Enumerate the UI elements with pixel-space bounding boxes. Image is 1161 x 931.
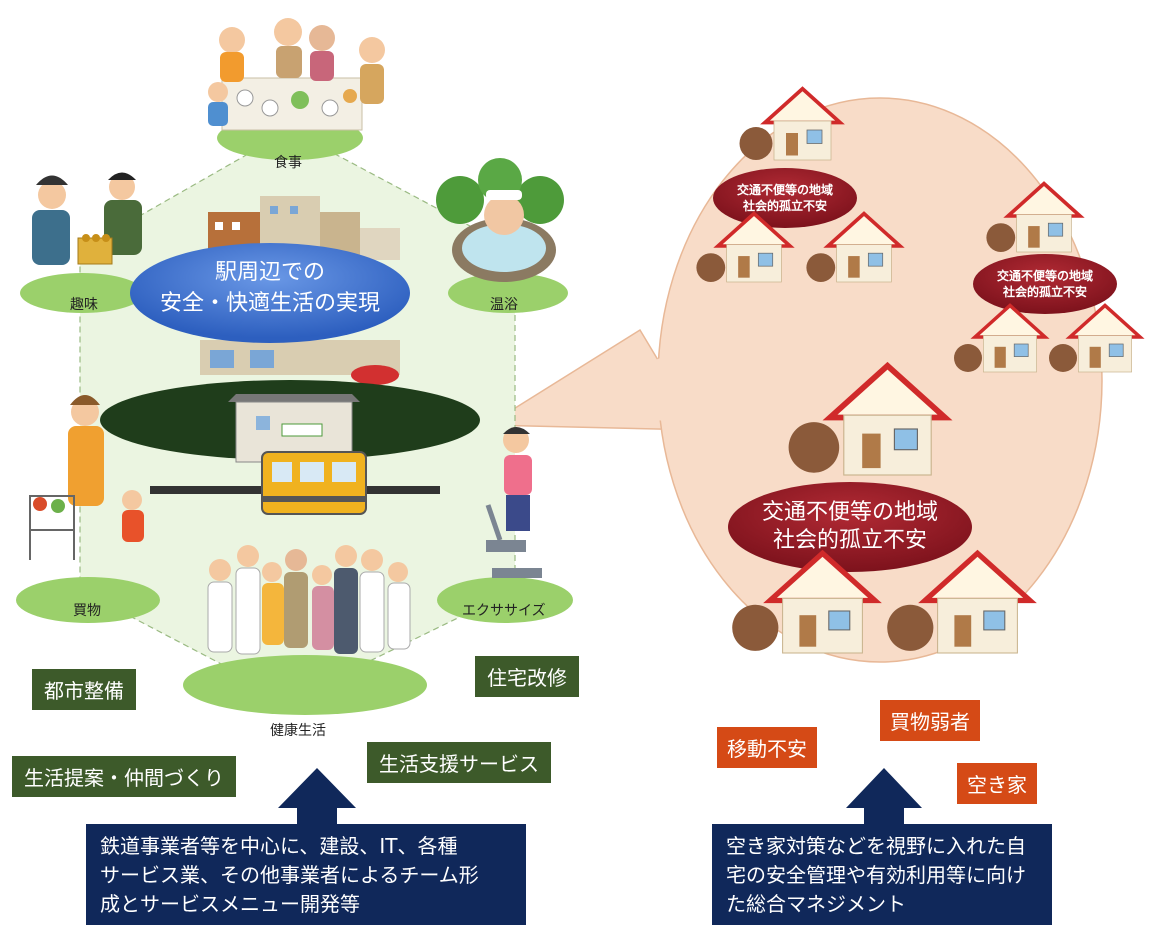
- isolation-large-line-2: 社会的孤立不安: [772, 528, 927, 553]
- hobby-scene: [32, 172, 142, 265]
- train: [261, 451, 367, 515]
- houses: [696, 86, 1145, 654]
- lifestyle-proposal-tag: 生活提案・仲間づくり: [12, 756, 236, 797]
- isolation-ellipse-small-2: [973, 254, 1117, 314]
- exercise-scene: [485, 427, 542, 578]
- goal-line-2: 安全・快適生活の実現: [159, 291, 380, 316]
- isolation-text-small-1: 交通不便等の地域 社会的孤立不安: [713, 182, 857, 214]
- isolation-ellipse-large: [728, 482, 972, 572]
- shopping-label: 買物: [73, 603, 101, 619]
- right-up-arrow: [846, 768, 922, 826]
- management-box-line-2: 宅の安全管理や有効利用等に向け: [726, 863, 1026, 887]
- meal-label: 食事: [274, 155, 302, 171]
- exercise-label: エクササイズ: [462, 603, 546, 619]
- isolation-small-1-line-1: 交通不便等の地域: [736, 183, 833, 197]
- bath-label: 温浴: [490, 297, 518, 313]
- left-up-arrow: [278, 768, 356, 826]
- housing-renovation-tag: 住宅改修: [475, 656, 579, 697]
- goal-text: 駅周辺での 安全・快適生活の実現: [130, 257, 410, 319]
- team-box-line-1: 鉄道事業者等を中心に、建設、IT、各種: [100, 834, 458, 858]
- isolation-small-2-line-1: 交通不便等の地域: [996, 269, 1093, 283]
- isolation-text-small-2: 交通不便等の地域 社会的孤立不安: [973, 268, 1117, 300]
- isolation-ellipse-small-1: [713, 168, 857, 228]
- health-scene: [207, 545, 411, 655]
- management-box-line-3: た総合マネジメント: [726, 892, 906, 916]
- hobby-label: 趣味: [70, 297, 98, 313]
- health-label: 健康生活: [270, 723, 326, 739]
- isolation-large-line-1: 交通不便等の地域: [761, 500, 938, 525]
- mobility-anxiety-tag: 移動不安: [717, 727, 817, 768]
- management-box-line-1: 空き家対策などを視野に入れた自: [726, 834, 1026, 858]
- meal-scene: [208, 18, 385, 131]
- shopping-scene: [29, 395, 144, 560]
- isolation-text-large: 交通不便等の地域 社会的孤立不安: [728, 499, 972, 555]
- goal-line-1: 駅周辺での: [214, 260, 325, 285]
- bath-scene: [436, 158, 564, 282]
- isolation-small-1-line-2: 社会的孤立不安: [742, 199, 827, 213]
- team-box-line-3: 成とサービスメニュー開発等: [100, 892, 360, 916]
- isolation-small-2-line-2: 社会的孤立不安: [1002, 285, 1087, 299]
- goal-ellipse: [130, 243, 410, 343]
- vacant-house-tag: 空き家: [957, 763, 1037, 804]
- city-development-tag: 都市整備: [32, 669, 136, 710]
- team-box-line-2: サービス業、その他事業者によるチーム形: [100, 863, 479, 887]
- life-support-tag: 生活支援サービス: [367, 742, 551, 783]
- comprehensive-management-box: 空き家対策などを視野に入れた自 宅の安全管理や有効利用等に向け た総合マネジメン…: [712, 824, 1052, 925]
- shopping-vulnerable-tag: 買物弱者: [880, 700, 980, 741]
- team-formation-box: 鉄道事業者等を中心に、建設、IT、各種 サービス業、その他事業者によるチーム形 …: [86, 824, 526, 925]
